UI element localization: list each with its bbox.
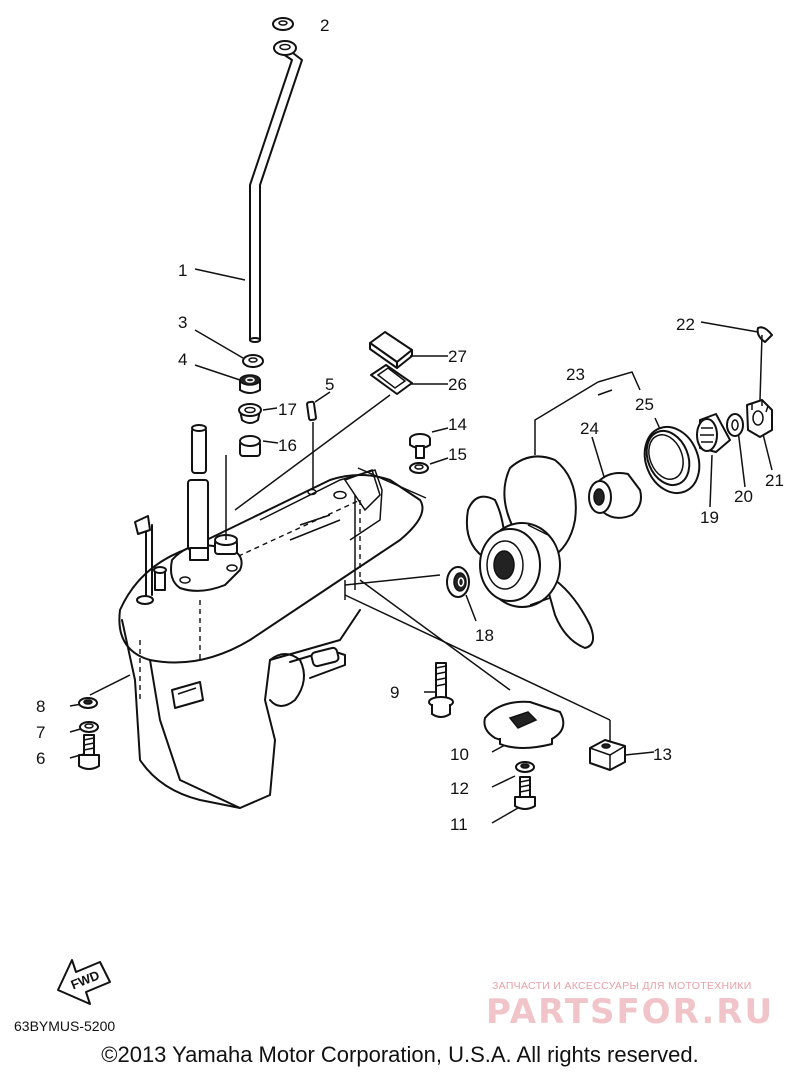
grommet-top: [273, 40, 297, 56]
propeller: [466, 455, 595, 649]
anode-27: [369, 331, 413, 369]
callout-24: 24: [580, 419, 599, 438]
callout-23: 23: [566, 365, 585, 384]
callout-5: 5: [325, 375, 334, 394]
callout-labels: 1 2 3 4 5 6 7 8 9 10 11 12 13 14 15 16 1…: [36, 16, 784, 834]
callout-18: 18: [475, 626, 494, 645]
callout-15: 15: [448, 445, 467, 464]
copyright-notice: ©2013 Yamaha Motor Corporation, U.S.A. A…: [101, 1042, 699, 1067]
callout-1: 1: [178, 261, 187, 280]
nut-21: [746, 399, 773, 438]
spacer-25: [643, 426, 701, 494]
bolt-14: [409, 433, 431, 459]
anode-13: [589, 739, 626, 771]
pin-5: [306, 400, 317, 422]
callout-25: 25: [635, 395, 654, 414]
callout-19: 19: [700, 508, 719, 527]
washer-12: [515, 761, 535, 773]
callout-3: 3: [178, 313, 187, 332]
washer-7: [79, 721, 99, 733]
seal-16: [239, 435, 261, 457]
washer-8: [78, 697, 98, 709]
washer-20: [726, 413, 744, 437]
grommet-2: [272, 17, 294, 31]
callout-17: 17: [278, 400, 297, 419]
callout-6: 6: [36, 749, 45, 768]
trim-tab-10: [483, 700, 565, 749]
shift-rod: [249, 49, 303, 343]
leader-lines: [69, 268, 773, 824]
watermark-brand: PARTSFOR.RU: [486, 992, 775, 1032]
callout-9: 9: [390, 683, 399, 702]
bushing-24: [588, 472, 642, 519]
callout-12: 12: [450, 779, 469, 798]
fwd-arrow: FWD: [57, 959, 111, 1005]
callout-21: 21: [765, 471, 784, 490]
cotter-pin-22: [756, 326, 773, 401]
watermark-tagline: ЗАПЧАСТИ И АКСЕССУАРЫ ДЛЯ МОТОТЕХНИКИ: [492, 980, 752, 992]
anode-26: [370, 364, 413, 395]
thrust-washer-18: [446, 566, 470, 598]
grommet-17: [238, 403, 262, 424]
bolt-9: [428, 662, 454, 718]
callout-2: 2: [320, 16, 329, 35]
callout-13: 13: [653, 745, 672, 764]
callout-4: 4: [178, 350, 187, 369]
callout-27: 27: [448, 347, 467, 366]
callout-11: 11: [450, 815, 468, 834]
callout-8: 8: [36, 697, 45, 716]
washer-3: [242, 354, 264, 368]
callout-20: 20: [734, 487, 753, 506]
bolt-6: [78, 734, 100, 770]
bushing-4: [239, 374, 261, 394]
spacer-19: [696, 413, 731, 453]
diagram-code: 63BYMUS-5200: [14, 1018, 116, 1034]
callout-16: 16: [278, 436, 297, 455]
lower-unit-housing: [118, 424, 424, 809]
callout-26: 26: [448, 375, 467, 394]
callout-22: 22: [676, 315, 695, 334]
callout-14: 14: [448, 415, 467, 434]
callout-7: 7: [36, 723, 45, 742]
bolt-11: [514, 776, 536, 810]
washer-15: [409, 462, 429, 474]
callout-10: 10: [450, 745, 469, 764]
